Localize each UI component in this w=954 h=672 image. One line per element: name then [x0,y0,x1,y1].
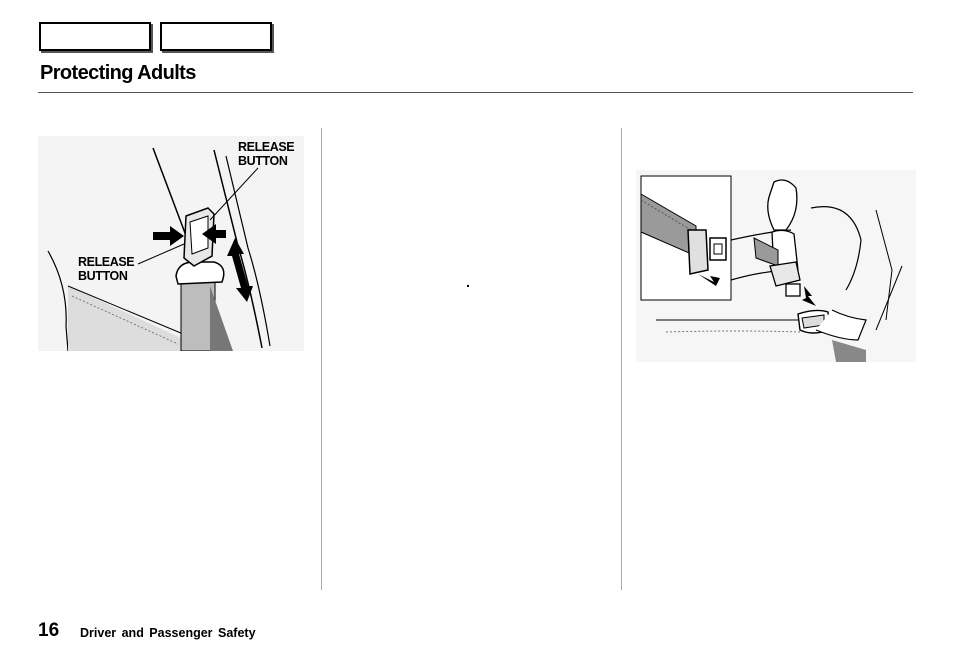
page-number: 16 [38,620,60,641]
buckle-illustration [636,170,916,362]
header-rule [38,92,913,93]
page-title: Protecting Adults [40,62,196,84]
nav-button-1[interactable] [39,22,151,51]
release-button-label-left: RELEASE BUTTON [78,255,135,283]
stray-dot [467,285,469,287]
shoulder-anchor-illustration [38,136,304,351]
section-name: Driver and Passenger Safety [80,626,256,640]
release-button-label-top: RELEASE BUTTON [238,140,295,168]
column-divider-2 [621,128,622,590]
column-divider-1 [321,128,322,590]
nav-button-2[interactable] [160,22,272,51]
